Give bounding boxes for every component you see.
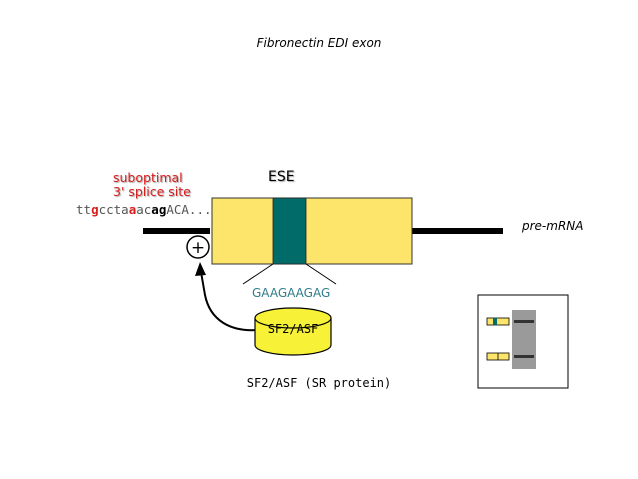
funnel-line-right — [305, 263, 337, 285]
premrna-label: pre-mRNA — [522, 219, 584, 233]
seq-part5: ac — [136, 202, 152, 217]
exon-box — [211, 197, 413, 265]
splice-site-label: suboptimal 3' splice site — [113, 171, 191, 199]
ese-region — [272, 197, 307, 265]
figure-title: Fibronectin EDI exon — [256, 36, 382, 50]
plus-circle — [186, 235, 210, 259]
seq-part7: ACA... — [166, 202, 212, 217]
activation-arrow — [200, 271, 259, 332]
seq-part1: tt — [76, 202, 92, 217]
seq-part4: a — [128, 202, 137, 217]
cylinder-label: SF2/ASF — [267, 322, 319, 336]
enhancer-sequence: GAAGAAGAG — [252, 286, 331, 300]
seq-part2: g — [91, 202, 99, 217]
plus-symbol: + — [191, 238, 205, 258]
gel-band-lower — [514, 355, 534, 358]
gel-lane — [512, 310, 536, 369]
arrowhead-icon — [195, 262, 206, 276]
intron-exon-sequence: ttgcctaaacagACA... — [76, 202, 212, 217]
splice-site-line1: suboptimal — [113, 170, 183, 185]
protein-caption: SF2/ASF (SR protein) — [246, 376, 392, 390]
splice-site-line2: 3' splice site — [113, 184, 191, 199]
sf2-asf-cylinder — [254, 307, 332, 356]
gel-band-upper — [514, 320, 534, 323]
seq-part3: ccta — [98, 202, 129, 217]
funnel-line-left — [242, 263, 274, 285]
ese-label: ESE — [268, 169, 295, 185]
seq-part6: ag — [151, 202, 167, 217]
product-without-exon-icon — [486, 352, 510, 361]
product-with-exon-icon — [486, 317, 510, 326]
